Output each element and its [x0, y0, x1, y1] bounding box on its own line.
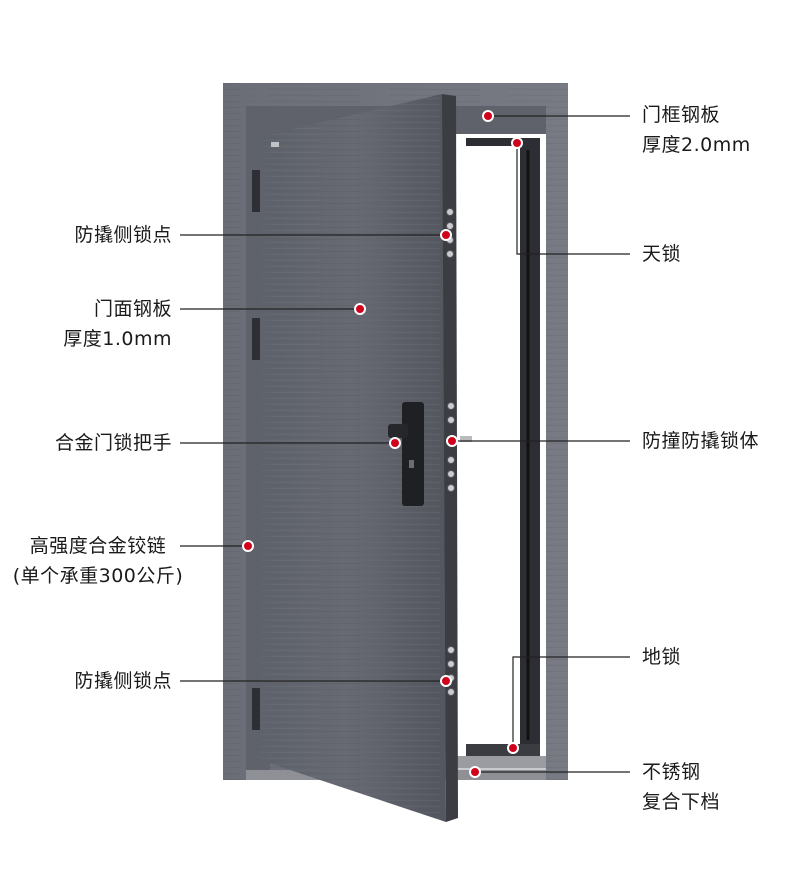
marker-threshold — [469, 766, 481, 778]
label-top-lock: 天锁 — [642, 239, 681, 269]
door-handle — [388, 402, 424, 506]
marker-hinge — [242, 540, 254, 552]
marker-ground-lock — [507, 742, 519, 754]
marker-lock-body — [446, 435, 458, 447]
lock-bolts — [446, 208, 455, 696]
label-ground-lock-line1: 地锁 — [642, 646, 682, 668]
label-threshold: 不锈钢 复合下档 — [642, 757, 720, 817]
marker-side-lock-top — [440, 229, 452, 241]
label-handle-line1: 合金门锁把手 — [54, 432, 172, 454]
label-side-lock-top: 防撬侧锁点 — [74, 220, 172, 250]
marker-handle — [389, 437, 401, 449]
spyhole — [271, 142, 279, 147]
label-threshold-line2: 复合下档 — [642, 791, 721, 813]
hinge-top — [252, 170, 260, 212]
label-face-steel: 门面钢板 厚度1.0mm — [63, 294, 172, 354]
label-side-lock-top-line1: 防撬侧锁点 — [74, 224, 172, 246]
label-threshold-line1: 不锈钢 — [642, 761, 701, 783]
leader-lines — [180, 115, 630, 773]
label-face-steel-line1: 门面钢板 — [93, 298, 172, 320]
label-hinge-line2: (单个承重300公斤) — [12, 565, 184, 587]
label-top-lock-line1: 天锁 — [642, 243, 682, 265]
callout-markers — [242, 110, 523, 778]
label-side-lock-bottom: 防撬侧锁点 — [74, 666, 172, 696]
label-hinge: 高强度合金铰链 (单个承重300公斤) — [10, 531, 186, 591]
label-hinge-line1: 高强度合金铰链 — [29, 535, 167, 557]
label-frame-steel-line1: 门框钢板 — [642, 104, 721, 126]
marker-frame-steel — [482, 110, 494, 122]
marker-side-lock-bottom — [440, 675, 452, 687]
label-lock-body: 防撞防撬锁体 — [642, 426, 759, 456]
label-face-steel-line2: 厚度1.0mm — [63, 328, 172, 350]
label-frame-steel: 门框钢板 厚度2.0mm — [642, 100, 751, 160]
label-lock-body-line1: 防撞防撬锁体 — [642, 430, 760, 452]
label-handle: 合金门锁把手 — [55, 428, 172, 458]
label-ground-lock: 地锁 — [642, 642, 681, 672]
label-side-lock-bottom-line1: 防撬侧锁点 — [74, 670, 172, 692]
marker-top-lock — [511, 137, 523, 149]
marker-face-steel — [354, 303, 366, 315]
hinge-middle — [252, 318, 260, 360]
label-frame-steel-line2: 厚度2.0mm — [642, 134, 751, 156]
hinge-bottom — [252, 688, 260, 730]
